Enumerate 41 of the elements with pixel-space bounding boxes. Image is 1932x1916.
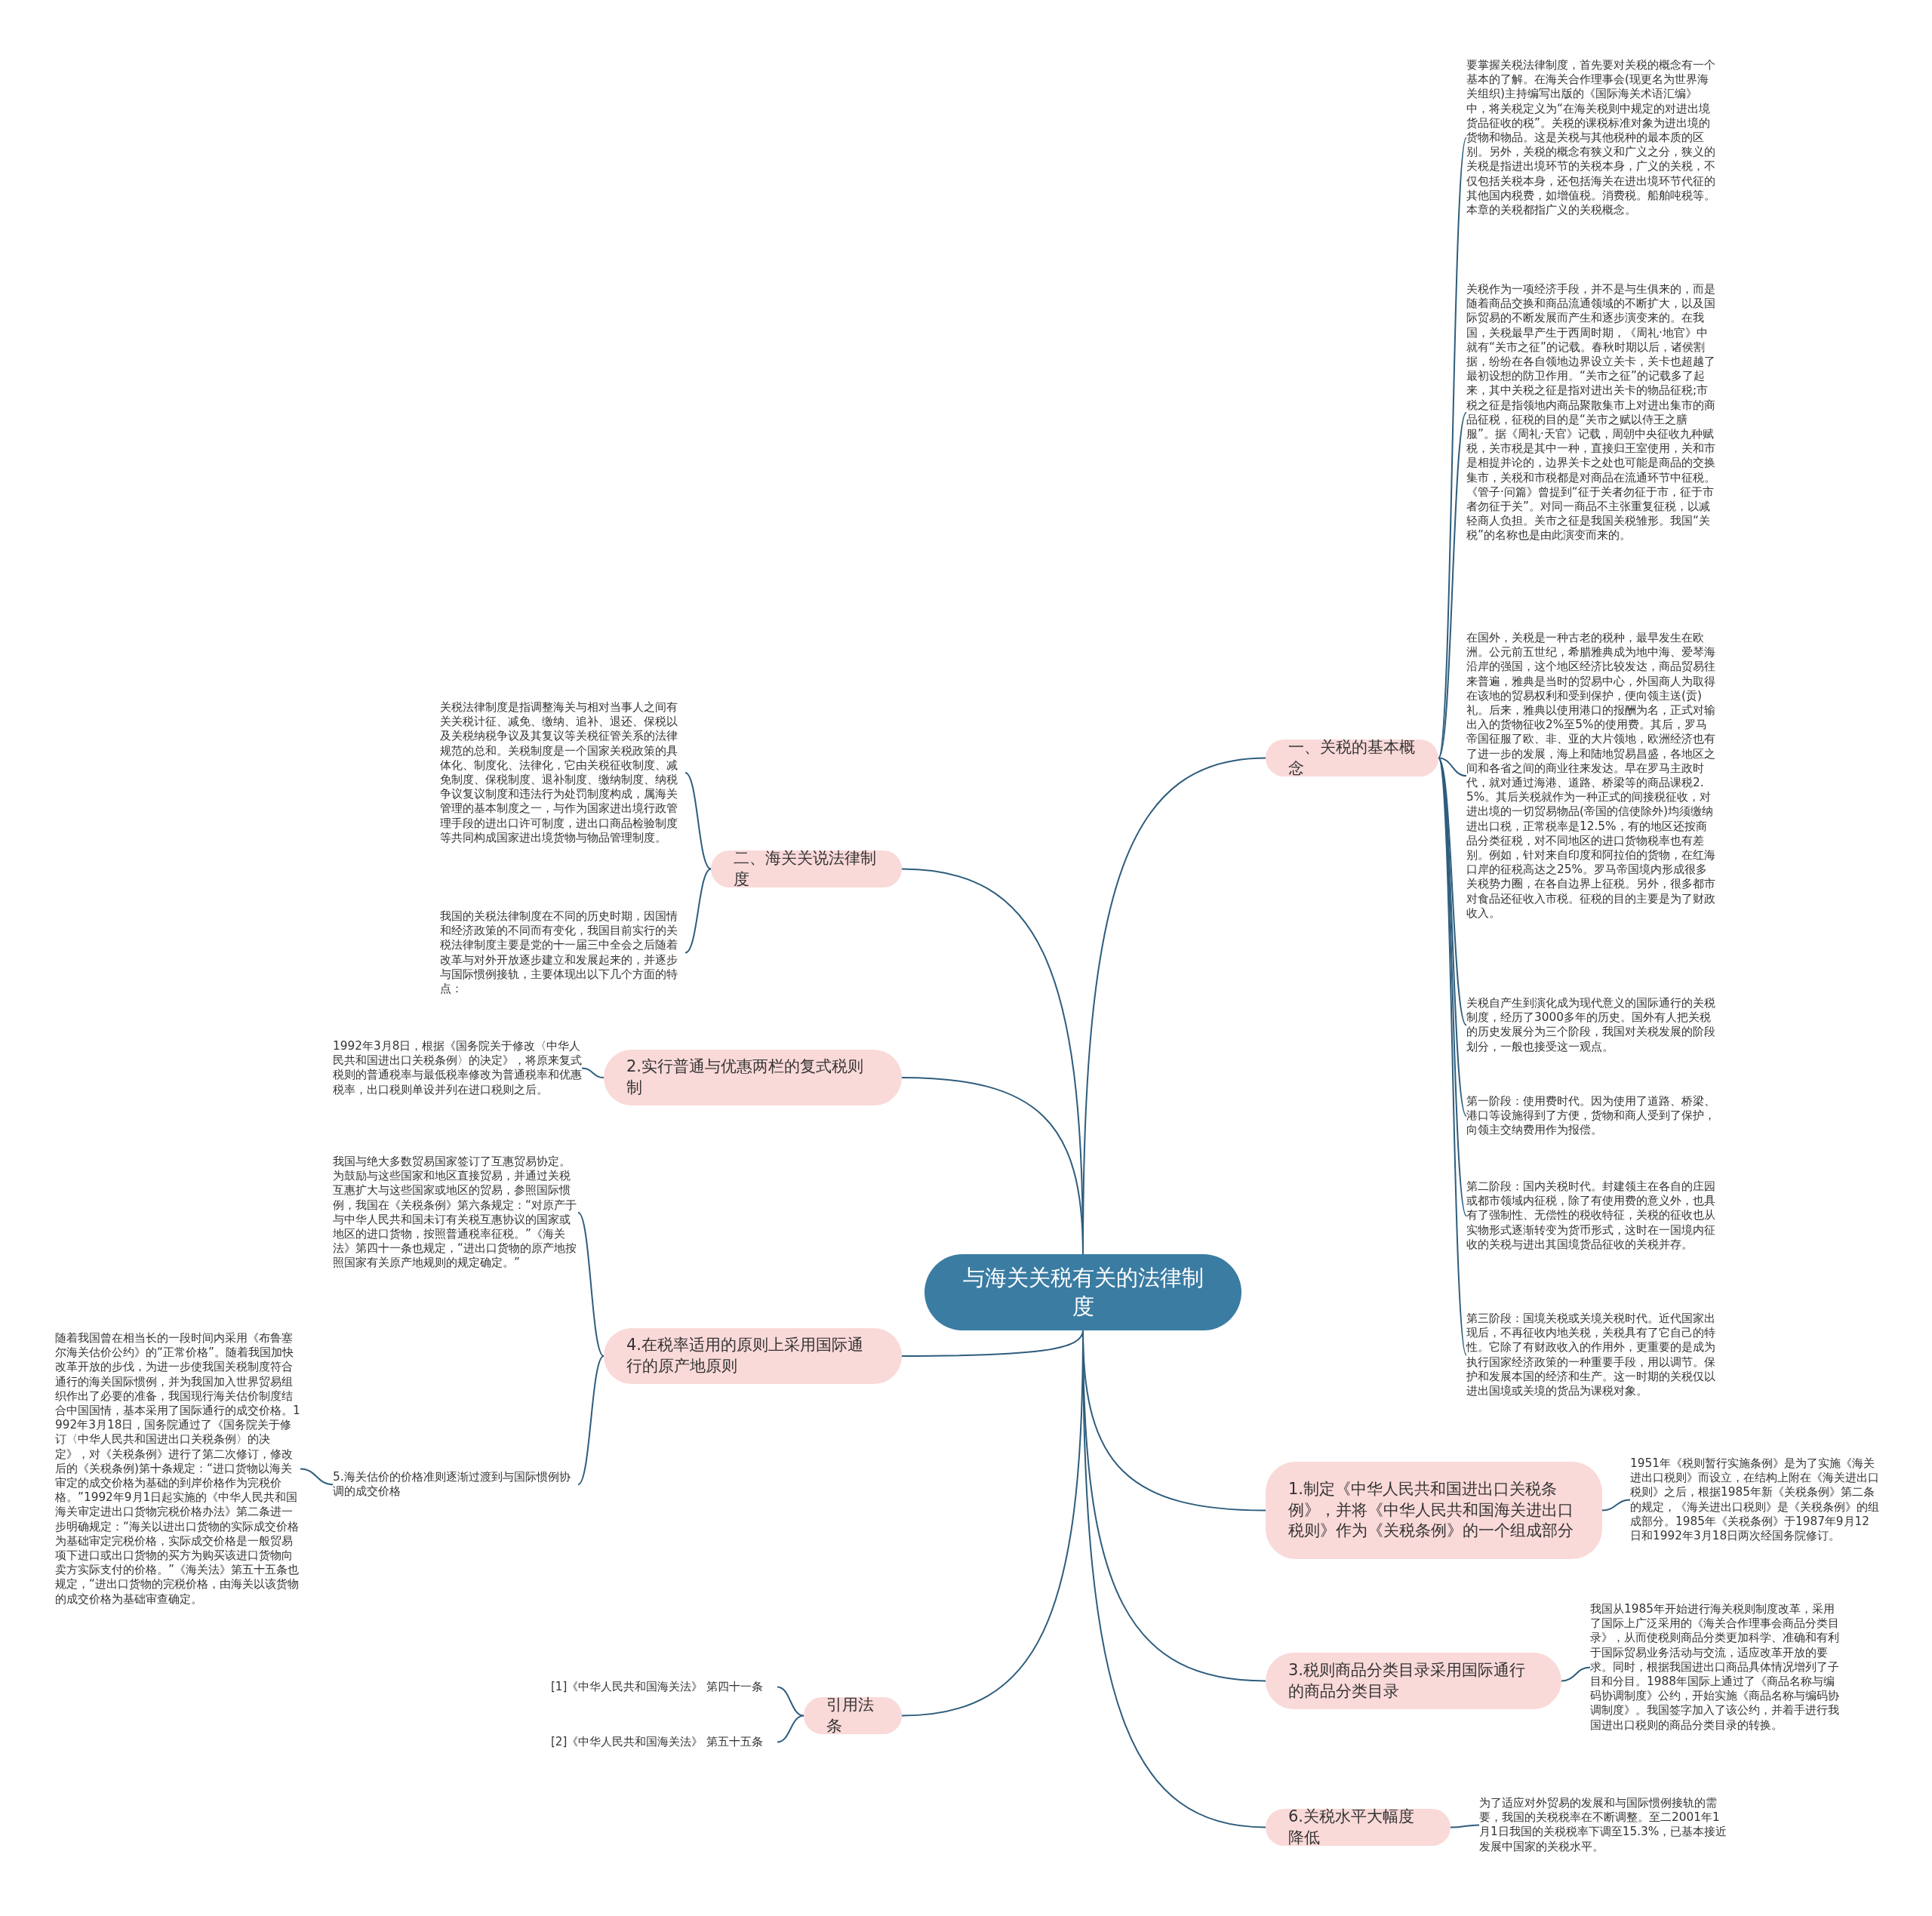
reference-text: [2]《中华人民共和国海关法》 第五十五条	[551, 1735, 777, 1749]
connector-line	[1450, 1824, 1480, 1828]
topic-pill: 2.实行普通与优惠两栏的复式税则制	[604, 1050, 902, 1106]
connector-line	[581, 1067, 605, 1078]
note-text: 我国从1985年开始进行海关税则制度改革，采用了国际上广泛采用的《海关合作理事会商品分类目录》，从而使税则商品分类更加科学、准确和有利于国际贸易业务活动与交流，适应改革开放的要求。同时，根据我国进出口商品具体情况增列了子目和分目。1988年国际上通过了《商品名称与编码协调制度》公约，开始实施《商品名称与编码协调制度》。我国签字加入了该公约，并着手进行我国进出口税则的商品分类目录的转换。	[1590, 1602, 1839, 1733]
central-topic: 与海关关税有关的法律制度	[924, 1254, 1241, 1330]
note-text: 1951年《税则暂行实施条例》是为了实施《海关进出口税则》而设立，在结构上附在《海关进出口税则》之后，根据1985年新《关税条例》第二条的规定，《海关进出口税则》是《关税条例》的组成部分。1985年《关税条例》于1987年9月12日和1992年3月18日两次经国务院修订。	[1630, 1456, 1879, 1544]
note-text: 关税自产生到演化成为现代意义的国际通行的关税制度，经历了3000多年的历史。国外有人把关税的历史发展分为三个阶段，我国对关税发展的阶段划分，一般也接受这一观点。	[1466, 996, 1715, 1054]
topic-pill: 6.关税水平大幅度降低	[1266, 1809, 1451, 1846]
note-text: 第二阶段：国内关税时代。封建领主在各自的庄园或都市领域内征税，除了有使用费的意义外，也具有了强制性、无偿性的税收特征，关税的征收也从实物形式逐渐转变为货币形式，这时在一国境内征收的关税与进出其国境货品征收的关税并存。	[1466, 1179, 1715, 1252]
note-text: 在国外，关税是一种古老的税种，最早发生在欧洲。公元前五世纪，希腊雅典成为地中海、爱琴海沿岸的强国，这个地区经济比较发达，商品贸易往来普遍，雅典是当时的贸易中心，外国商人为取得在该地的贸易权利和受到保护，便向领主送(贡)礼。后来，雅典以使用港口的报酬为名，正式对输出入的货物征收2%至5%的使用费。其后，罗马帝国征服了欧、非、亚的大片领地，欧洲经济也有了进一步的发展，海上和陆地贸易昌盛，各地区之间和各省之间的商业往来发达。早在罗马主政时代，就对通过海港、道路、桥梁等的商品课税2.5%。其后关税就作为一种正式的间接税征收，对进出境的一切贸易物品(帝国的信使除外)均须缴纳进出口税，正常税率是12.5%，有的地区还按商品分类征税，对不同地区的进口货物税率也有差别。例如，针对来自印度和阿拉伯的货物，在红海口岸的征税高达之25%。罗马帝国境内形成很多关税势力圈，在各自边界上征税。另外，很多都市对食品还征收入市税。征税的目的主要是为了财政收入。	[1466, 631, 1715, 921]
note-text: 第三阶段：国境关税或关境关税时代。近代国家出现后，不再征收内地关税，关税具有了它自己的特性。它除了有财政收入的作用外，更重要的是成为执行国家经济政策的一种重要手段，用以调节。保护和发展本国的经济和生产。这一时期的关税仅以进出国境或关境的货品为课税对象。	[1466, 1312, 1715, 1399]
note-text: 1992年3月8日，根据《国务院关于修改〈中华人民共和国进出口关税条例〉的决定》，将原来复式税则的普通税率与最低税率修改为普通税率和优惠税率，出口税则单设并列在进口税则之后。	[333, 1039, 582, 1097]
connector-line	[777, 1715, 804, 1743]
connector-line	[1438, 411, 1467, 759]
note-text: 为了适应对外贸易的发展和与国际惯例接轨的需要，我国的关税税率在不断调整。至二2001年1月1日我国的关税税率下调至15.3%，已基本接近发展中国家的关税水平。	[1479, 1796, 1728, 1854]
topic-pill: 二、海关关说法律制度	[711, 850, 902, 887]
note-text: 第一阶段：使用费时代。因为使用了道路、桥梁、港口等设施得到了方便，货物和商人受到了保护，向领主交纳费用作为报偿。	[1466, 1094, 1715, 1138]
note-text: 要掌握关税法律制度，首先要对关税的概念有一个基本的了解。在海关合作理事会(现更名为世界海关组织)主持编写出版的《国际海关术语汇编》中，将关税定义为“在海关税则中规定的对进出境货品征收的税”。关税的课税标准对象为进出境的货物和物品。这是关税与其他税种的最本质的区别。另外，关税的概念有狭义和广义之分，狭义的关税是指进出境环节的关税本身，广义的关税，不仅包括关税本身，还包括海关在进出境环节代征的其他国内税费，如增值税。消费税。船舶吨税等。本章的关税都指广义的关税概念。	[1466, 58, 1715, 218]
connector-line	[1601, 1499, 1631, 1512]
topic-pill: 3.税则商品分类目录采用国际通行的商品分类目录	[1266, 1653, 1561, 1709]
reference-text: [1]《中华人民共和国海关法》 第四十一条	[551, 1680, 777, 1694]
note-text: 5.海关估价的价格准则逐渐过渡到与国际惯例协调的成交价格	[333, 1470, 578, 1499]
connector-line	[577, 1355, 605, 1486]
note-text: 关税作为一项经济手段，并不是与生俱来的，而是随着商品交换和商品流通领域的不断扩大，以及国际贸易的不断发展而产生和逐步演变来的。在我国，关税最早产生于西周时期，《周礼·地官》中就有“关市之征”的记载。春秋时期以后，诸侯割据，纷纷在各自领地边界设立关卡，关卡也超越了最初设想的防卫作用。“关市之征”的记载多了起来，其中关税之征是指对进出关卡的物品征税;市税之征是指领地内商品聚散集市上对进出集市的商品征税，征税的目的是“关市之赋以侍王之膳服”。据《周礼·天官》记载，周朝中央征收九种赋税，关市税是其中一种，直接归王室使用，关和市是相提并论的，边界关卡之处也可能是商品的交换集市，关税和市税都是对商品在流通环节中征税。《管子·问篇》曾提到“征于关者勿征于市，征于市者勿征于关”。对同一商品不主张重复征税，以减轻商人负担。关市之征是我国关税雏形。我国“关税”的名称也是由此演变而来的。	[1466, 282, 1715, 543]
note-text: 关税法律制度是指调整海关与相对当事人之间有关关税计征、减免、缴纳、追补、退还、保税以及关税纳税争议及其复议等关税征管关系的法律规范的总和。关税制度是一个国家关税政策的具体化、制度化、法律化，它由关税征收制度、减免制度、保税制度、退补制度、缴纳制度、纳税争议复议制度和违法行为处罚制度构成，属海关管理的基本制度之一，与作为国家进出境行政管理手段的进出口许可制度，进出口商品检验制度等共同构成国家进出境货物与物品管理制度。	[440, 700, 685, 846]
connector-line	[300, 1468, 334, 1486]
connector-line	[685, 772, 712, 870]
topic-pill: 4.在税率适用的原则上采用国际通行的原产地原则	[604, 1328, 902, 1384]
connector-line	[777, 1686, 804, 1717]
connector-line	[901, 1077, 1084, 1255]
connector-line	[1438, 757, 1467, 777]
note-text: 随着我国曾在相当长的一段时间内采用《布鲁塞尔海关估价公约》的“正常价格”。随着我国加快改革开放的步伐，为进一步使我国关税制度符合通行的海关国际惯例，并为我国加入世界贸易组织作出了必要的准备，我国现行海关估价制度结合中国国情，基本采用了国际通行的成交价格。1992年3月18日，国务院通过了《国务院关于修订〈中华人民共和国进出口关税条例〉的决定》，对《关税条例》进行了第二次修订，修改后的《关税条例)第十条规定：“进口货物以海关审定的成交价格为基础的到岸价格作为完税价格。”1992年9月1日起实施的《中华人民共和国海关审定进出口货物完税价格办法》第二条进一步明确规定：“海关以进出口货物的实际成交价格为基础审定完税价格，实际成交价格是一般贸易项下进口或出口货物的买方为购买该进口货物向卖方实际支付的价格。”《海关法》第五十五条也规定，“进出口货物的完税价格，由海关以该货物的成交价格为基础审查确定。	[55, 1331, 300, 1607]
connector-line	[685, 868, 712, 954]
topic-pill: 1.制定《中华人民共和国进出口关税条例》，并将《中华人民共和国海关进出口税则》作为《关税条例》的一个组成部分	[1266, 1462, 1602, 1559]
connector-line	[1561, 1666, 1591, 1682]
topic-pill: 一、关税的基本概念	[1266, 740, 1438, 777]
note-text: 我国与绝大多数贸易国家签订了互惠贸易协定。为鼓励与这些国家和地区直接贸易，并通过关税互惠扩大与这些国家或地区的贸易，参照国际惯例，我国在《关税条例》第六条规定：“对原产于与中华人民共和国未订有关税互惠协议的国家或地区的进口货物，按照普通税率征税。”《海关法》第四十一条也规定，“进出口货物的原产地按照国家有关原产地规则的规定确定。”	[333, 1155, 578, 1271]
connector-line	[577, 1211, 605, 1357]
topic-pill: 引用法条	[804, 1697, 902, 1734]
note-text: 我国的关税法律制度在不同的历史时期，因国情和经济政策的不同而有变化，我国目前实行的关税法律制度主要是党的十一届三中全会之后随着改革与对外开放逐步建立和发展起来的，并逐步与国际惯例接轨，主要体现出以下几个方面的特点：	[440, 909, 685, 997]
